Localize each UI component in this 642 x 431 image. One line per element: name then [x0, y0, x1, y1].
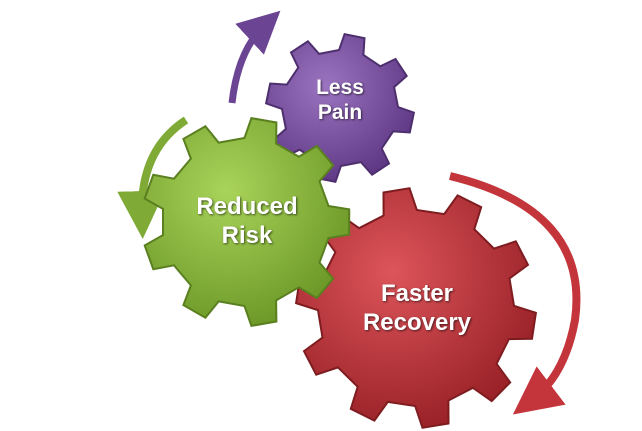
label-line: Risk [221, 222, 273, 249]
label-line: Pain [317, 101, 363, 124]
gear-label-reduced-risk: Reduced Risk [196, 193, 297, 251]
label-line: Less [316, 75, 364, 99]
red-arrow [449, 172, 581, 415]
purple-arrow [228, 10, 281, 104]
gear-less-pain [264, 32, 416, 184]
gear-reduced-risk [143, 116, 351, 328]
label-line: Faster [380, 280, 454, 308]
label-line: Recovery [362, 309, 472, 336]
gear-label-faster-recovery: Faster Recovery [363, 280, 471, 338]
label-line: Reduced [196, 193, 298, 221]
gear-faster-recovery [294, 187, 538, 429]
gear-label-less-pain: Less Pain [316, 75, 364, 125]
green-arrow [117, 116, 189, 239]
